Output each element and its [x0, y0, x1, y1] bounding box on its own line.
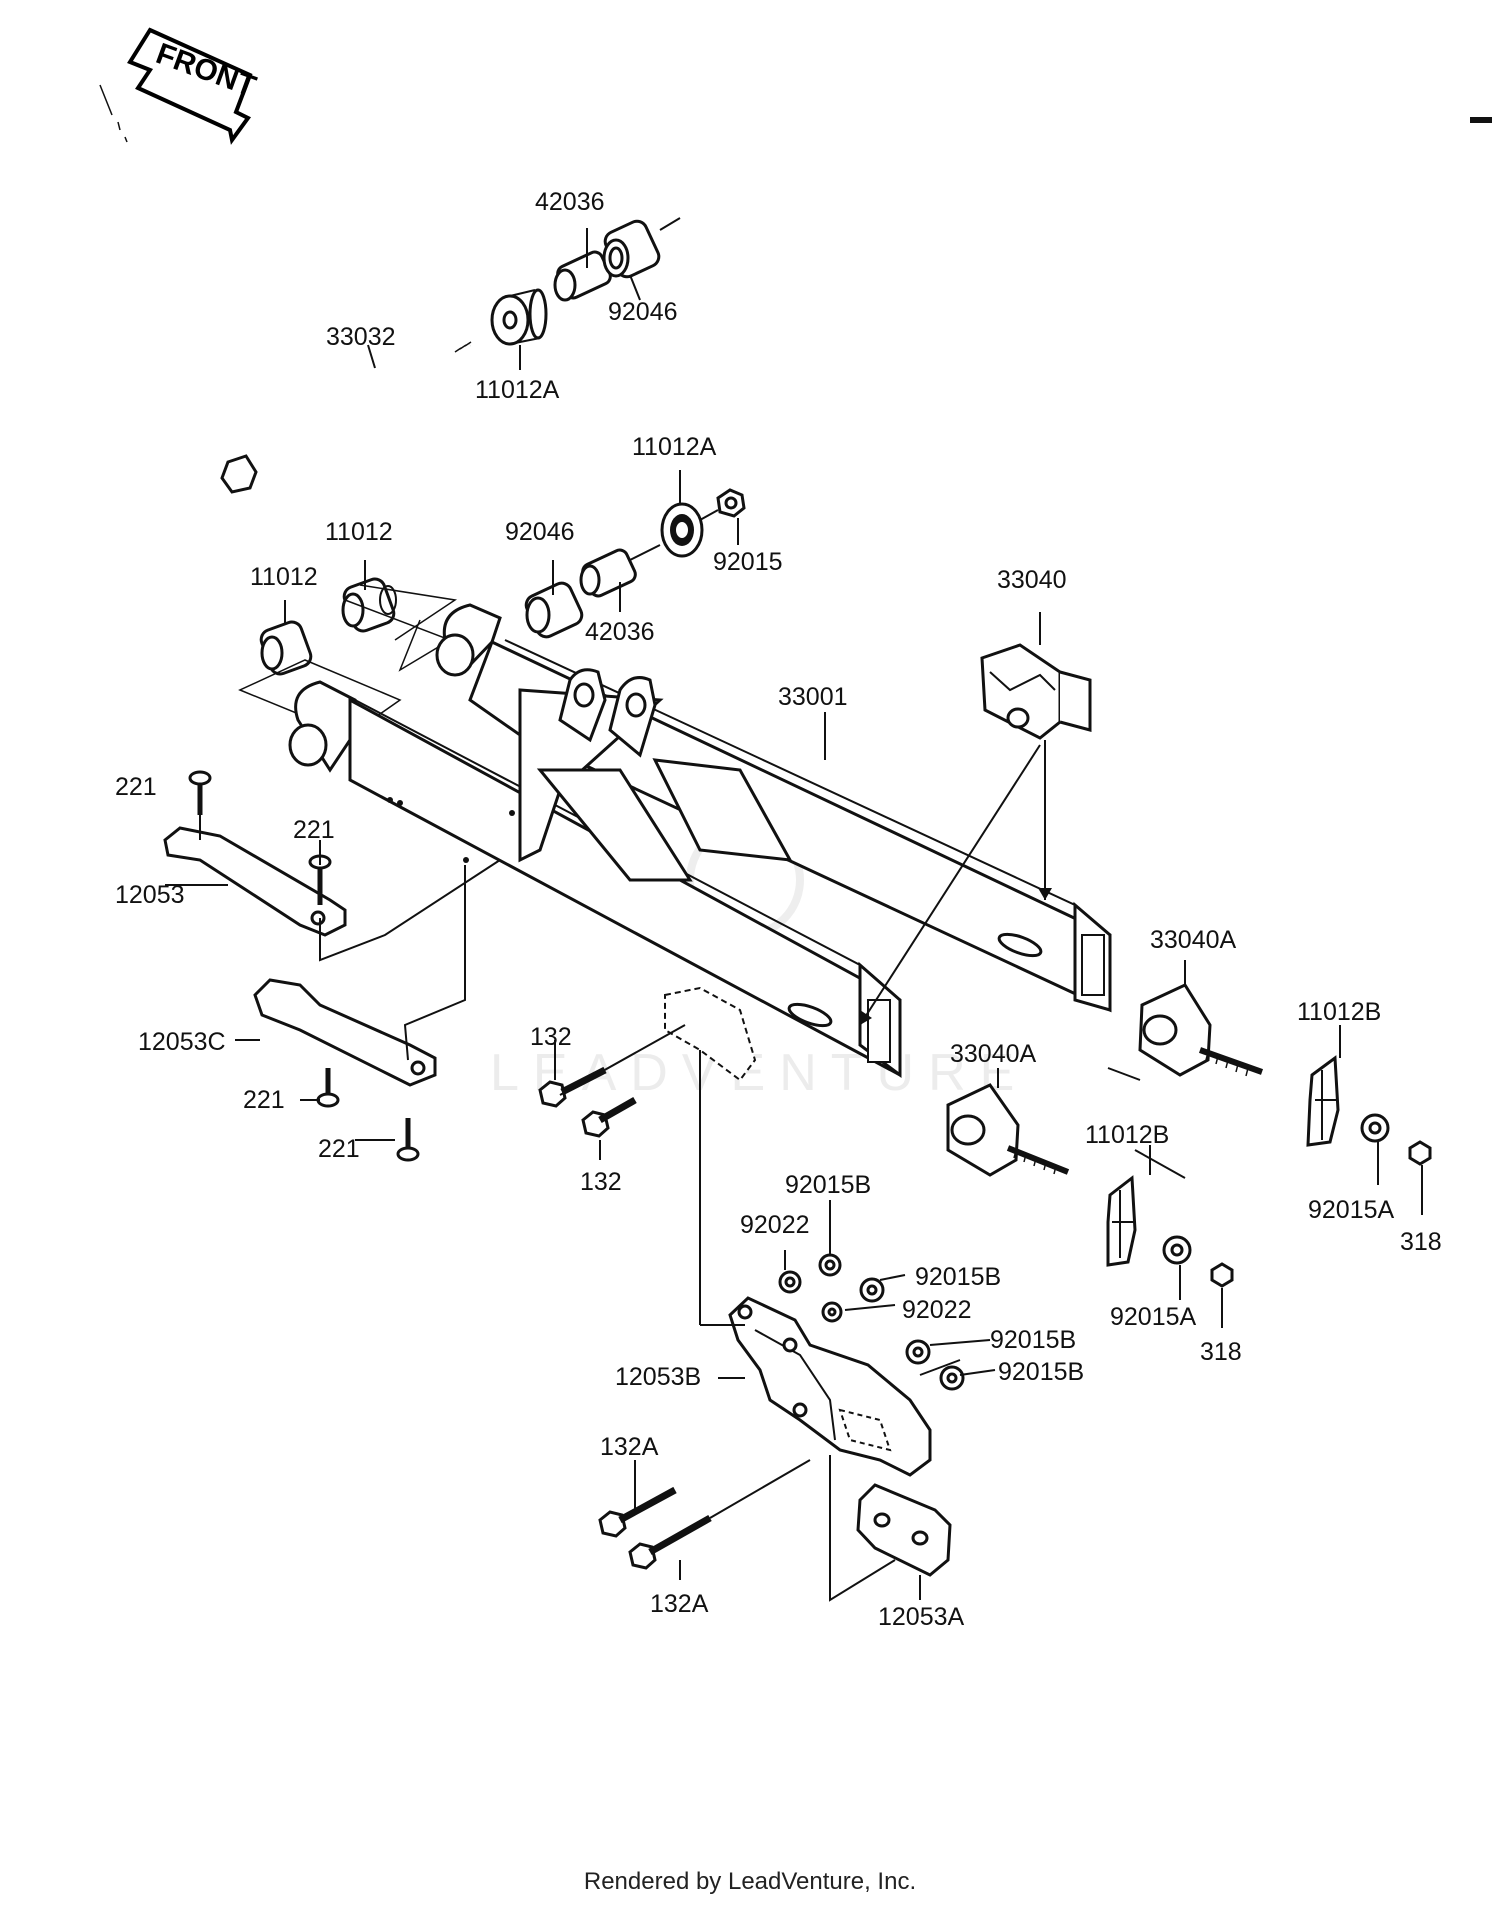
label-11012-a: 11012: [325, 518, 393, 546]
label-92015B-b: 92015B: [915, 1263, 1001, 1291]
label-92015B-c: 92015B: [990, 1326, 1076, 1354]
label-12053: 12053: [115, 881, 185, 909]
label-221-d: 221: [318, 1135, 360, 1163]
front-arrow-icon: FRONT: [99, 27, 260, 145]
chain-slider-12053A: [856, 1483, 952, 1577]
label-92015A-left: 92015A: [1110, 1303, 1197, 1331]
page-marker: [1470, 117, 1492, 123]
swingarm-33001: [288, 603, 1112, 1082]
label-92046-mid: 92046: [505, 518, 575, 546]
bolts-132A: [598, 1486, 712, 1570]
label-92022-b: 92022: [902, 1296, 972, 1324]
chain-guide-12053C: [253, 978, 437, 1087]
nuts-adjusters: [1162, 1113, 1432, 1288]
adjuster-plate-11012B-left: [1106, 1175, 1137, 1267]
bearing-group-top: [490, 217, 681, 346]
label-221-c: 221: [243, 1086, 285, 1114]
adjuster-block-33040A-right: [1138, 983, 1264, 1077]
pivot-shaft-33032: [220, 341, 472, 494]
label-132-b: 132: [580, 1168, 622, 1196]
label-318-left: 318: [1200, 1338, 1242, 1366]
label-12053A: 12053A: [878, 1603, 965, 1631]
label-33040: 33040: [997, 566, 1067, 594]
label-92022-a: 92022: [740, 1211, 810, 1239]
label-33040A-left: 33040A: [950, 1040, 1037, 1068]
leader-lines: [165, 228, 1423, 1602]
part-labels: 42036 92046 33032 11012A 11012A 92046 92…: [115, 188, 1442, 1631]
label-92046-top: 92046: [608, 298, 678, 326]
label-92015: 92015: [713, 548, 783, 576]
adjuster-block-33040A-left: [946, 1083, 1070, 1177]
guide-fasteners: [778, 1253, 965, 1391]
screws-221: [188, 770, 420, 1162]
label-33032: 33032: [326, 323, 396, 351]
adjuster-cap-33040: [980, 643, 1092, 740]
label-42036-top: 42036: [535, 188, 605, 216]
label-132A-b: 132A: [650, 1590, 709, 1618]
label-12053B: 12053B: [615, 1363, 701, 1391]
label-11012-b: 11012: [250, 563, 318, 591]
chain-guide-12053B: [728, 1296, 932, 1477]
label-132-a: 132: [530, 1023, 572, 1051]
label-92015B-a: 92015B: [785, 1171, 871, 1199]
label-92015A-right: 92015A: [1308, 1196, 1395, 1224]
label-11012A-mid: 11012A: [632, 433, 717, 461]
label-11012B-right: 11012B: [1297, 998, 1381, 1026]
label-42036-mid: 42036: [585, 618, 655, 646]
watermark-text: LEADVENTURE: [490, 1044, 1028, 1102]
bearing-group-middle: [524, 488, 746, 639]
label-33001: 33001: [778, 683, 848, 711]
label-221-a: 221: [115, 773, 157, 801]
label-11012A-top: 11012A: [475, 376, 560, 404]
label-33040A-right: 33040A: [1150, 926, 1237, 954]
bolts-132: [538, 1066, 637, 1138]
label-221-b: 221: [293, 816, 335, 844]
adjuster-plate-11012B-right: [1306, 1055, 1340, 1147]
label-132A-a: 132A: [600, 1433, 659, 1461]
chain-guide-12053: [163, 826, 347, 937]
label-12053C: 12053C: [138, 1028, 226, 1056]
label-92015B-d: 92015B: [998, 1358, 1084, 1386]
footer-credit: Rendered by LeadVenture, Inc.: [583, 1868, 917, 1895]
label-11012B-left: 11012B: [1085, 1121, 1169, 1149]
label-318-right: 318: [1400, 1228, 1442, 1256]
